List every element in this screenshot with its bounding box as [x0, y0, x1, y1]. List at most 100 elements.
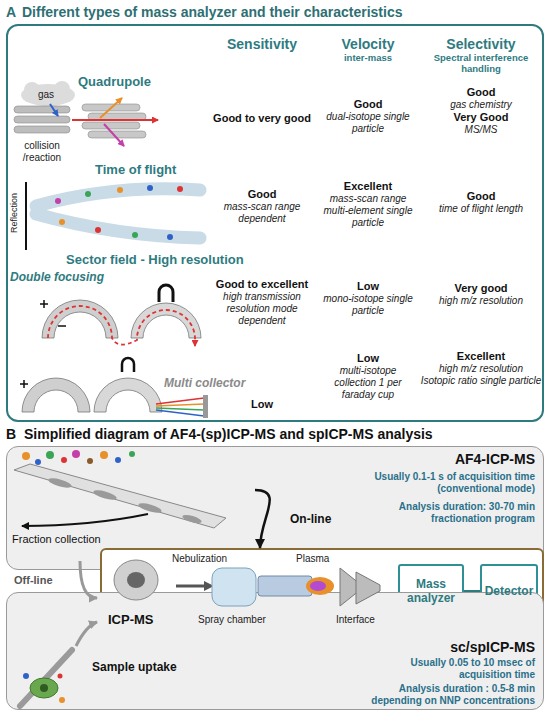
collision-cell-rods: [14, 106, 70, 133]
magnetic-sector: [159, 285, 173, 302]
label-holder: gas: [38, 89, 54, 101]
label-text: Multi collector: [164, 376, 245, 390]
uptake-arrow: [76, 622, 97, 646]
node-text: Mass analyzer: [402, 577, 460, 605]
node-text: Different types of mass analyzer and the…: [22, 4, 402, 20]
nanoparticles: [129, 451, 135, 457]
label-holder: Multi collector: [164, 376, 245, 390]
label-text: Good: [318, 98, 418, 111]
label-holder: Fraction collection: [12, 533, 102, 546]
af4-channel: [138, 501, 163, 514]
tof-ions: [177, 186, 183, 192]
nanoparticles: [72, 450, 80, 458]
label-text: mono-isotope single particle: [318, 293, 418, 317]
mc-ion-beams: [156, 395, 208, 418]
label-text: Good to excellent: [210, 278, 314, 291]
label-holder: Excellenthigh m/z resolutionIsotopic rat…: [420, 350, 542, 387]
label-holder: SelectivitySpectral interference handlin…: [420, 36, 542, 74]
label-holder: Interface: [336, 614, 375, 625]
label-text: Sample uptake: [92, 660, 177, 674]
torch: [306, 577, 334, 595]
ion-arrows: [104, 124, 124, 146]
text-holder: Analysis duration : 0.5-8 min depending …: [360, 683, 535, 707]
ion-path: [48, 306, 195, 346]
mc-ion-beams: [156, 398, 204, 404]
label-holder: collision /reaction: [6, 140, 78, 164]
label-text: Quadrupole: [78, 74, 151, 89]
label-text: B: [6, 426, 16, 442]
text-holder: Usually 0.1-1 s of acquisition time (con…: [360, 471, 535, 495]
label-holder: Sample uptake: [92, 660, 177, 674]
electrostatic-sector: [40, 300, 118, 338]
tof-ions: [117, 187, 123, 193]
af4-channel: [48, 476, 73, 489]
text-holder: Usually 0.05 to 10 msec of acquisition t…: [360, 657, 535, 681]
collision-cell-rods: [14, 106, 70, 113]
label-holder: Spray chamber: [198, 614, 266, 625]
af4-channel: [93, 488, 118, 501]
interface-cones: [340, 568, 380, 606]
label-holder: Double focusing: [10, 270, 104, 284]
tof-ions: [167, 234, 173, 240]
label-holder: Gooddual-isotope single particle: [318, 98, 418, 135]
connector: [464, 590, 480, 592]
mc-electrostatic: [20, 378, 90, 412]
pipette: [58, 674, 63, 679]
tof-ions: [59, 219, 65, 225]
node-text: sc/spICP-MS: [360, 639, 535, 655]
tof-ions: [132, 232, 138, 238]
tof-ions: [55, 198, 61, 204]
label-holder: Goodgas chemistryVery GoodMS/MS: [420, 86, 542, 136]
ion-arrows: [50, 98, 158, 146]
label-text: Selectivity: [420, 36, 542, 52]
ion-path: [48, 306, 195, 346]
label-text: Isotopic ratio single particle: [420, 375, 542, 387]
pipette: [59, 697, 65, 703]
label-holder: Velocityinter-mass: [318, 36, 418, 63]
offline-arrow: [80, 561, 97, 598]
mc-ion-beams: [203, 395, 208, 418]
tof-tube: [36, 189, 200, 206]
label-holder: Off-line: [14, 574, 53, 586]
workflow-panel: sc/spICP-MS Usually 0.05 to 10 msec of ac…: [6, 592, 544, 710]
magnetic-sector: [131, 285, 201, 338]
label-holder: Reflection: [9, 183, 19, 243]
text-holder: A: [6, 4, 16, 20]
label-text: Excellent: [420, 350, 542, 363]
node-text: Usually 0.05 to 10 msec of acquisition t…: [360, 657, 535, 681]
label-text: Low: [210, 398, 314, 411]
label-holder: Sensitivity: [210, 36, 314, 52]
label-holder: Low: [210, 398, 314, 411]
label-text: mass-scan range dependent: [210, 201, 314, 225]
collision-cell-rods: [14, 116, 70, 123]
label-holder: Very goodhigh m/z resolution: [420, 282, 542, 307]
nanoparticles: [22, 452, 30, 460]
label-text: Spray chamber: [198, 614, 266, 625]
label-text: inter-mass: [318, 52, 418, 63]
label-holder: Good to very good: [210, 112, 314, 125]
sample-cone-icon: [114, 560, 158, 600]
text-holder: AF4-ICP-MS: [360, 451, 535, 467]
label-text: Velocity: [318, 36, 418, 52]
node-text: Analysis duration: 30-70 min fractionati…: [360, 501, 535, 525]
magnetic-sector: [131, 303, 201, 338]
ion-arrows: [50, 104, 58, 116]
quadrupole-rods: [82, 104, 140, 111]
gas-cloud: [54, 81, 70, 97]
label-text: Interface: [336, 614, 375, 625]
label-text: Reflection: [9, 183, 19, 243]
label-text: Double focusing: [10, 270, 104, 284]
ion-arrows: [72, 119, 158, 121]
quadrupole-rods: [82, 122, 140, 129]
label-holder: Excellentmass-scan range multi-element s…: [318, 180, 418, 229]
fraction-arrow: [22, 514, 148, 526]
pipette: [23, 673, 29, 679]
label-holder: Nebulization: [172, 553, 227, 564]
text-holder: Different types of mass analyzer and the…: [22, 4, 402, 20]
edge-label-holder: On-line: [288, 512, 333, 526]
gas-cloud: [24, 82, 40, 98]
nanoparticles: [61, 457, 67, 463]
pipette: [20, 650, 72, 706]
quadrupole-rods: [88, 131, 146, 138]
